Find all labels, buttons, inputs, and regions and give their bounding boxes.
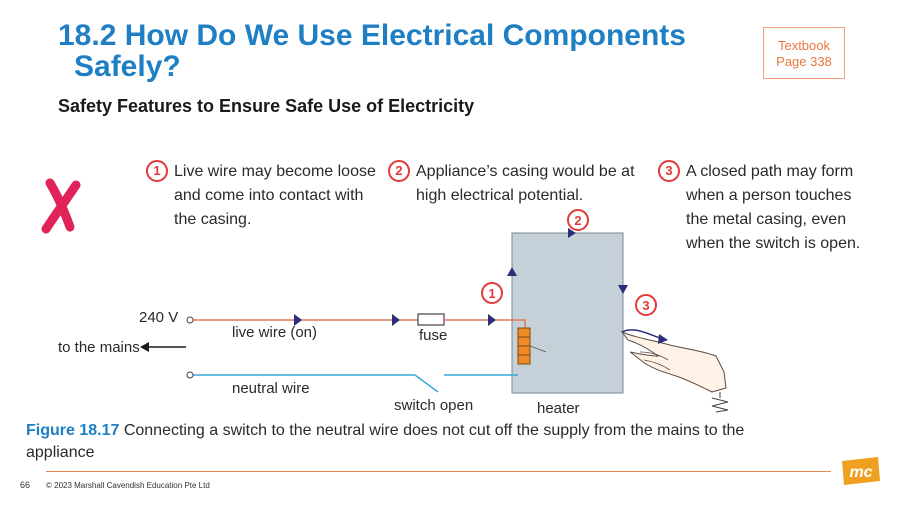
live-arrow-3 xyxy=(488,314,496,326)
publisher-logo-text: mc xyxy=(849,464,872,481)
slide-title: 18.2 How Do We Use Electrical Components… xyxy=(58,20,758,82)
callout-number-2: 2 xyxy=(388,160,410,182)
open-switch xyxy=(414,374,439,393)
hand-icon xyxy=(620,329,727,393)
textbook-page: Page 338 xyxy=(776,54,832,69)
voltage-label: 240 V xyxy=(139,309,179,326)
marker-1-text: 1 xyxy=(488,286,495,301)
figure-number: Figure 18.17 xyxy=(26,422,120,439)
callout-3: 3 A closed path may form when a person t… xyxy=(658,160,873,256)
title-line-1: 18.2 How Do We Use Electrical Components xyxy=(58,19,686,52)
publisher-logo: mc xyxy=(842,457,880,485)
casing-arrow-right xyxy=(618,285,628,294)
heater-label: heater xyxy=(537,400,580,417)
fuse-symbol xyxy=(417,313,445,326)
mains-label: to the mains xyxy=(58,339,140,356)
earth-icon xyxy=(711,392,729,413)
red-cross-icon xyxy=(41,178,81,234)
neutral-wire-label: neutral wire xyxy=(232,380,310,397)
copyright-text: © 2023 Marshall Cavendish Education Pte … xyxy=(46,481,210,490)
marker-1: 1 xyxy=(481,282,503,304)
casing-arrow-left xyxy=(507,267,517,276)
callout-number-1: 1 xyxy=(146,160,168,182)
callout-text-1: Live wire may become loose and come into… xyxy=(174,163,376,228)
textbook-label: Textbook xyxy=(777,38,831,53)
section-subtitle: Safety Features to Ensure Safe Use of El… xyxy=(58,96,475,116)
figure-caption-text: Connecting a switch to the neutral wire … xyxy=(26,422,745,461)
live-wire-label: live wire (on) xyxy=(232,324,318,341)
callout-text-3: A closed path may form when a person tou… xyxy=(686,163,861,252)
switch-label: switch open xyxy=(394,397,474,414)
textbook-reference-box: Textbook Page 338 xyxy=(763,27,845,79)
callout-text-2: Appliance’s casing would be at high elec… xyxy=(416,163,635,204)
marker-2-text: 2 xyxy=(574,213,581,228)
live-terminal xyxy=(186,316,194,324)
appliance-casing xyxy=(511,232,624,394)
callout-number-3: 3 xyxy=(658,160,680,182)
mains-arrowhead xyxy=(140,342,149,352)
marker-3-text: 3 xyxy=(642,298,649,313)
live-arrow-1 xyxy=(294,314,302,326)
figure-caption: Figure 18.17 Connecting a switch to the … xyxy=(26,420,796,464)
callout-2: 2 Appliance’s casing would be at high el… xyxy=(388,160,648,208)
loose-live-wire xyxy=(512,319,526,328)
title-line-2: Safely? xyxy=(74,50,181,83)
neutral-terminal xyxy=(186,371,194,379)
footer-divider xyxy=(46,471,831,472)
casing-arrow-top xyxy=(568,228,576,238)
page-number: 66 xyxy=(20,480,31,490)
live-arrow-2 xyxy=(392,314,400,326)
callout-1: 1 Live wire may become loose and come in… xyxy=(146,160,386,232)
marker-2: 2 xyxy=(567,209,589,231)
fuse-label: fuse xyxy=(419,327,448,344)
marker-3: 3 xyxy=(635,294,657,316)
